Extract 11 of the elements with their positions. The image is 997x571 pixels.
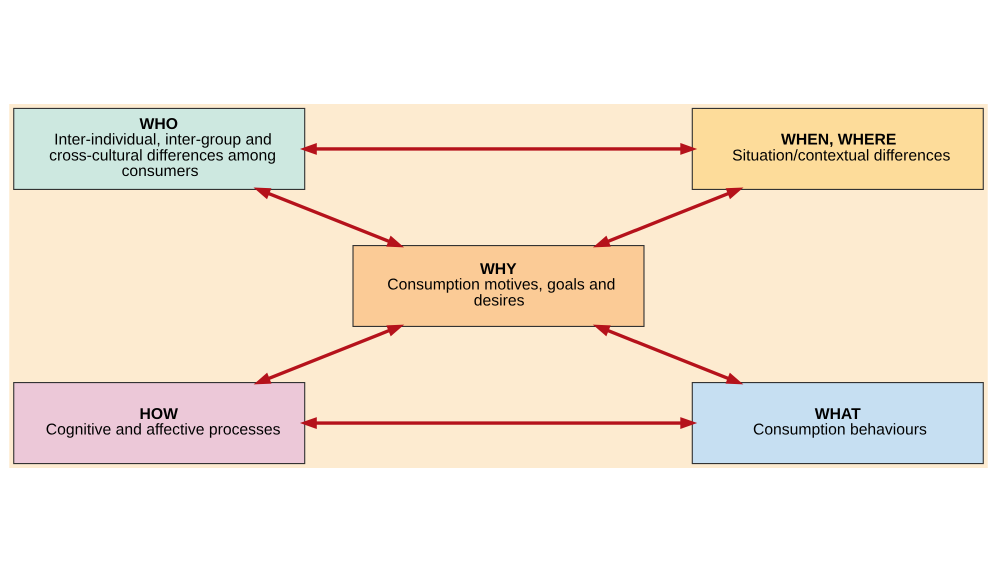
arrow <box>592 187 744 247</box>
node-box: HOW Cognitive and affective processes <box>13 382 306 464</box>
arrow <box>300 142 698 154</box>
node-box: WHAT Consumption behaviours <box>692 382 984 464</box>
node-box: WHO Inter-individual, inter-group and cross-cultural differences among consumers <box>13 107 306 190</box>
arrow <box>300 416 698 428</box>
node-box: WHEN, WHERE Situation/contextual differences <box>692 107 984 190</box>
node-box: WHY Consumption motives, goals and desires <box>352 244 645 326</box>
arrow <box>254 187 404 247</box>
arrow <box>254 324 404 384</box>
arrow <box>592 324 744 384</box>
